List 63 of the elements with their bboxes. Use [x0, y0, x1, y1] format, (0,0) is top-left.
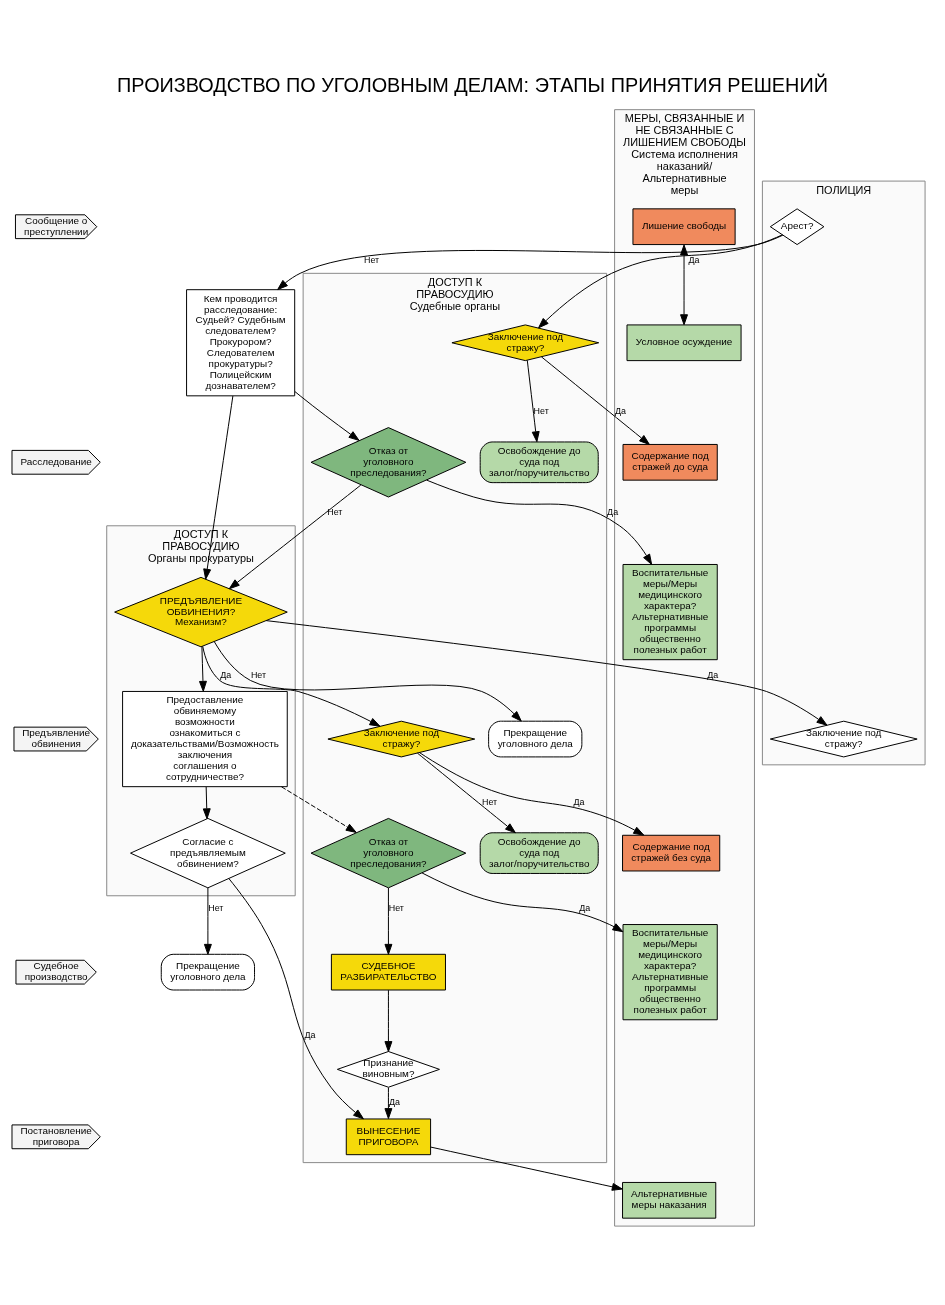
node-box: СУДЕБНОЕ РАЗБИРАТЕЛЬСТВО — [330, 953, 446, 990]
arrow — [416, 752, 516, 833]
edge-label: Да — [688, 254, 700, 265]
node-box: Освобождение до суда под залог/поручительство — [479, 831, 599, 874]
edge-label: Да — [615, 405, 627, 416]
node-box: ВЫНЕСЕНИЕ ПРИГОВОРА — [345, 1117, 432, 1155]
node-diamond: Заключение под стражу? — [769, 720, 918, 757]
arrow — [421, 871, 624, 932]
edge-label: Да — [573, 796, 585, 807]
node-box: Содержание под стражей без суда — [622, 834, 721, 871]
edge-label: Да — [579, 902, 591, 913]
arrow — [426, 479, 653, 565]
edge-label: Да — [304, 1029, 316, 1040]
arrow — [540, 355, 650, 445]
node-box: Воспитательные меры/Меры медицинского характера? Альтернативные программы общественно полезных работ — [622, 923, 718, 1020]
arrow — [228, 877, 364, 1119]
edge-label: Нет — [208, 902, 224, 913]
arrow — [203, 886, 212, 955]
node-box: Воспитательные меры/Меры медицинского характера? Альтернативные программы общественно полезных работ — [622, 563, 718, 660]
node-box: Прекращение уголовного дела — [160, 953, 255, 990]
arrow — [203, 394, 234, 580]
arrow — [384, 1086, 393, 1119]
arrow — [384, 989, 393, 1052]
edge-label: Да — [707, 669, 719, 680]
node-box: Кем проводится расследование: Судьей? Судебным следователем? Прокурором? Следователем прокуратуры? Полицейским дознавателем? — [186, 288, 296, 396]
arrow — [418, 751, 645, 836]
arrow — [199, 645, 207, 692]
node-box: Лишение свободы — [632, 207, 736, 245]
arrow — [430, 1146, 623, 1191]
arrow — [202, 645, 381, 727]
edge-label: Нет — [363, 254, 380, 265]
node-box: Условное осуждение — [626, 323, 742, 361]
node-box: Прекращение уголовного дела — [488, 720, 583, 757]
edge-label: Да — [220, 669, 232, 680]
node-box: Предоставление обвиняемому возможности ознакомиться с доказательствами/Возможность заключения соглашения о сотрудничестве? — [122, 690, 288, 787]
edge-label: Нет — [533, 405, 549, 416]
edge-label: Нет — [388, 902, 404, 913]
node-diamond: Признание виновным? — [336, 1050, 440, 1088]
node-box: Альтернативные меры наказания — [622, 1181, 717, 1219]
arrow — [294, 390, 360, 441]
arrow — [202, 785, 211, 819]
arrow — [526, 359, 540, 442]
node-diamond: Заключение под стражу? — [451, 323, 600, 361]
node-diamond: Согласие с предъявляемым обвинением? — [130, 817, 286, 888]
edge-label: Нет — [482, 796, 498, 807]
arrow — [213, 640, 522, 722]
node-box: Освобождение до суда под залог/поручительство — [479, 440, 599, 483]
node-box: Содержание под стражей до суда — [622, 443, 718, 481]
arrow — [280, 785, 357, 833]
node-diamond: Отказ от уголовного преследования? — [310, 426, 467, 497]
node-diamond: Отказ от уголовного преследования? — [310, 817, 467, 888]
edge-label: Нет — [250, 669, 267, 680]
edge-label: Да — [607, 506, 619, 517]
arrow — [265, 619, 828, 726]
arrow — [228, 484, 362, 589]
edge-label: Да — [388, 1096, 400, 1107]
arrow — [538, 233, 783, 328]
node-diamond: Арест? — [769, 207, 825, 245]
diagram-title: ПРОИЗВОДСТВО ПО УГОЛОВНЫМ ДЕЛАМ: ЭТАПЫ ПРИНЯТИЯ РЕШЕНИЙ — [117, 73, 828, 96]
node-diamond: Заключение под стражу? — [327, 720, 476, 757]
arrow — [277, 234, 784, 290]
arrow — [384, 886, 393, 955]
edge-label: Нет — [327, 506, 343, 517]
